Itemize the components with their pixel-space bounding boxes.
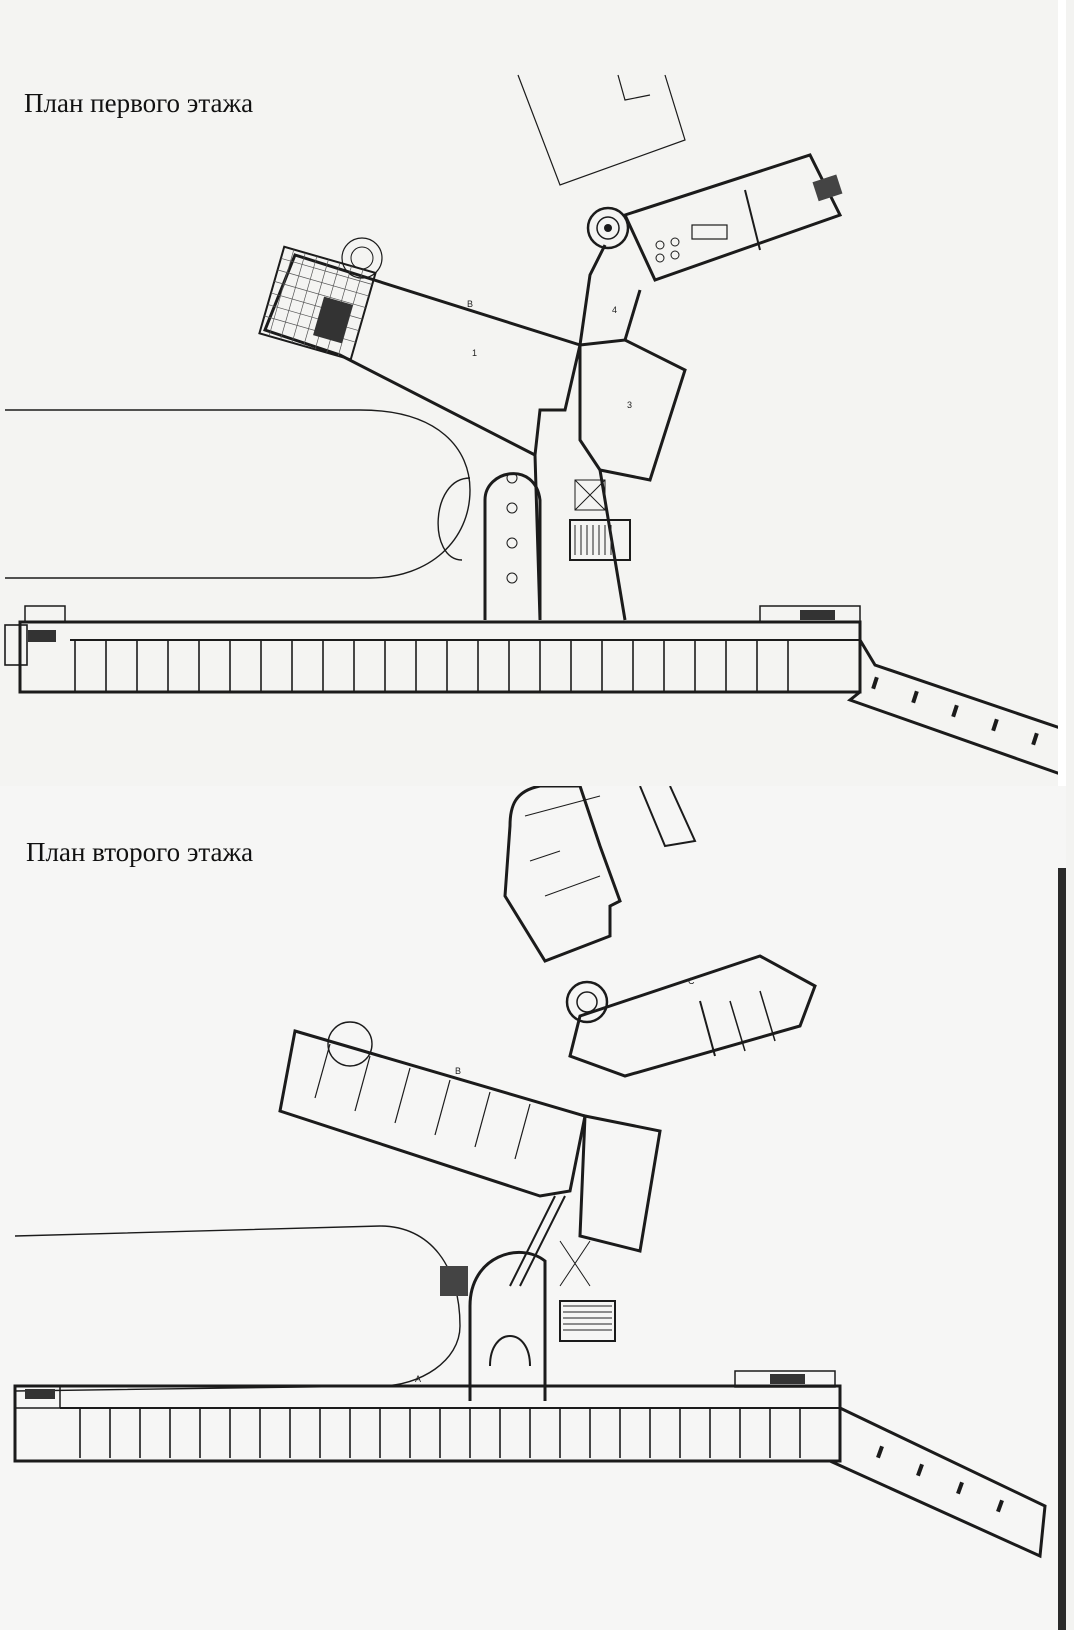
columned-hall: [483, 472, 542, 620]
scan-edge-dark: [1058, 868, 1066, 1630]
second-floor-drawing: B C A: [13, 786, 1047, 1559]
wing-b: [258, 237, 582, 458]
diagonal-wing: [846, 639, 1066, 778]
scan-edge-light: [1058, 0, 1066, 868]
connector-stem: [578, 244, 607, 346]
diagonal-wing-2: [829, 1406, 1047, 1559]
label-passage: 4: [612, 305, 617, 315]
label-wing-b-2: B: [455, 1066, 461, 1076]
label-front: A: [415, 1374, 421, 1384]
central-core-upper: [440, 1195, 616, 1401]
wing-c-upper: [565, 954, 817, 1078]
connector-stem-2: [623, 289, 642, 341]
apse-outline: [437, 477, 471, 561]
first-floor-plan-panel: План первого этажа: [0, 0, 1066, 868]
top-annex: [503, 786, 697, 963]
label-hall: 1: [472, 348, 477, 358]
main-classroom-wing: [4, 605, 862, 694]
wing-b-upper: [278, 1021, 662, 1253]
label-wing-b: B: [467, 299, 473, 309]
wing-c: [586, 153, 843, 282]
courtyard-outline: [5, 409, 471, 579]
second-floor-title: План второго этажа: [26, 837, 254, 867]
courtyard-outline-2: [14, 1225, 461, 1392]
first-floor-drawing: B 1 3 4: [4, 74, 1066, 778]
foyer-room: [578, 338, 687, 482]
second-floor-plan-panel: План второго этажа: [0, 786, 1066, 1630]
central-stair-core: [533, 454, 631, 621]
annex-outline: [517, 74, 686, 186]
first-floor-title: План первого этажа: [24, 88, 254, 118]
label-wing-c: C: [688, 976, 695, 986]
annex-inner: [617, 74, 651, 101]
label-foyer: 3: [627, 400, 632, 410]
main-classroom-wing-2: [13, 1370, 842, 1463]
